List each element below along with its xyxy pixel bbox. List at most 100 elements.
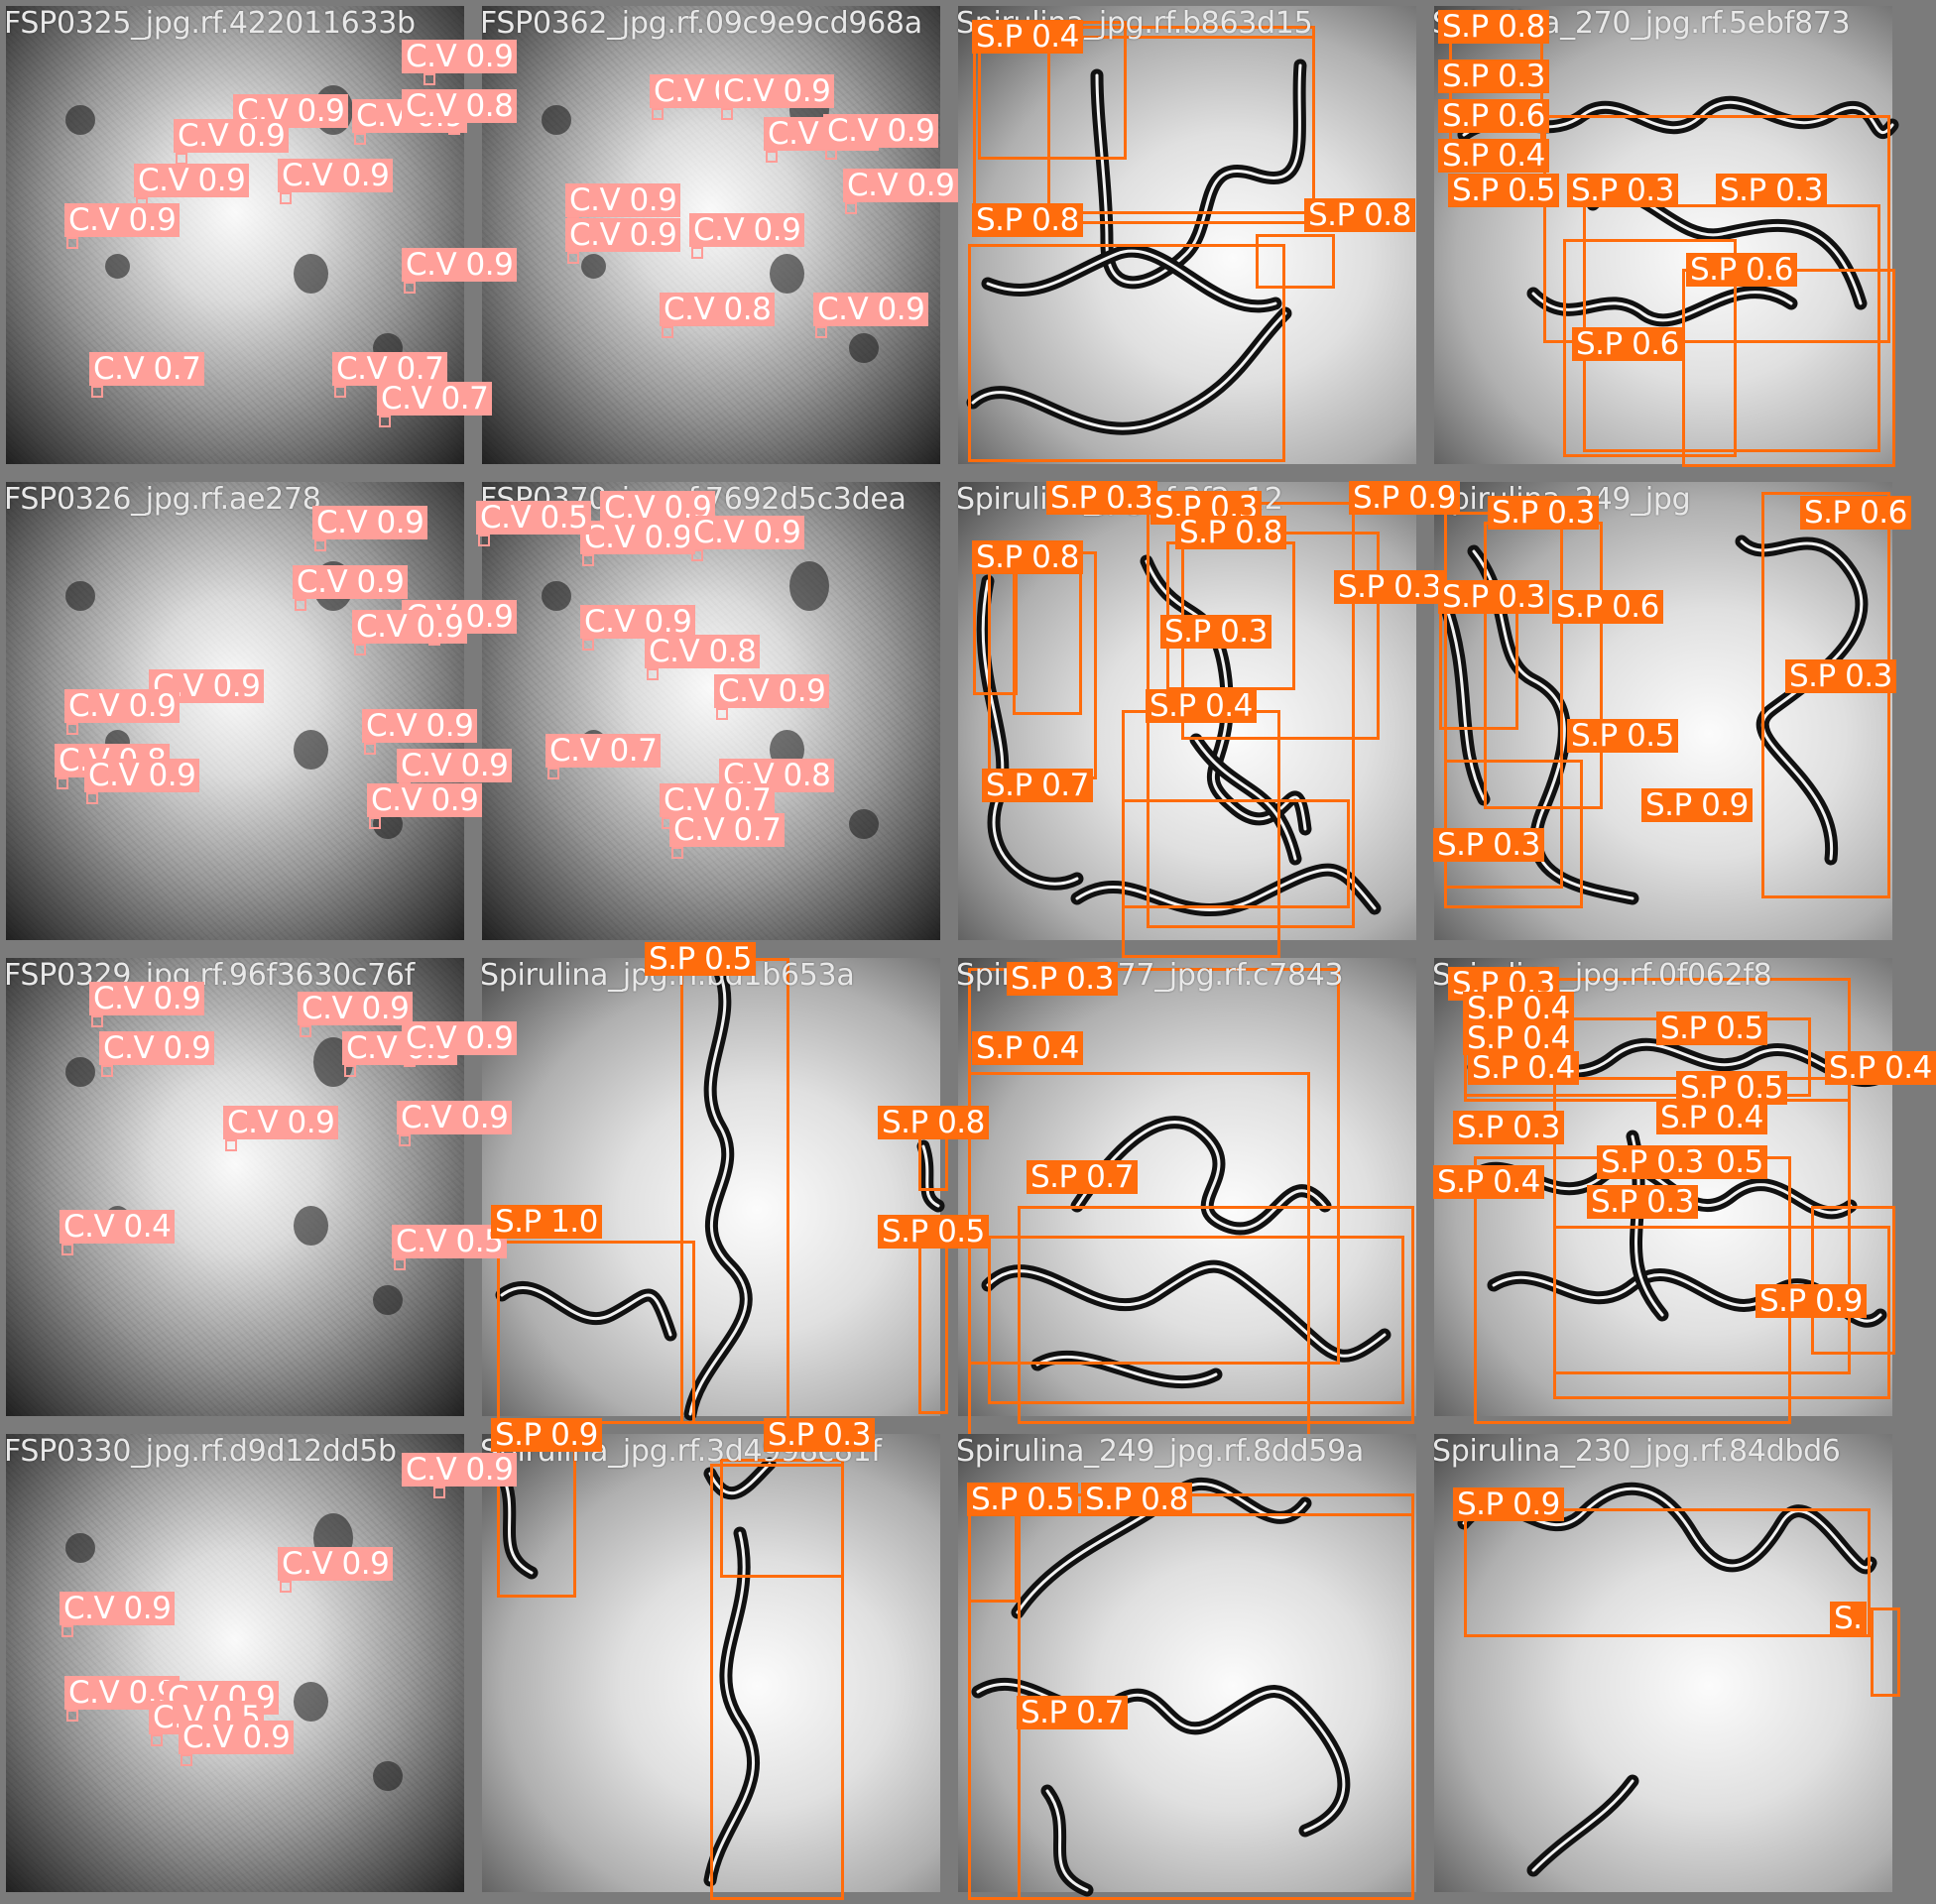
sp-detection-label: S.P 0.8 [1081,1483,1192,1516]
cv-detection-label: C.V 0.9 [352,610,468,644]
image-filename: FSP0325_jpg.rf.422011633b [4,6,416,41]
sp-detection-label: S.P 0.5 [1656,1012,1767,1045]
sp-detection-label: S.P 0.5 [1676,1071,1787,1105]
cell-box [334,386,346,398]
dark-speck [849,809,879,839]
cell-box [369,817,381,829]
sp-detection-label: S.P 0.7 [1027,1160,1138,1194]
sp-detection-label: S.P 0.5 [967,1483,1078,1516]
bounding-box [968,1503,1018,1603]
cell-box [547,768,559,779]
image-filename: FSP0362_jpg.rf.09c9e9cd968a [480,6,922,41]
microscopy-image [6,6,464,464]
sp-detection-label: S.P 0.4 [1825,1051,1936,1085]
image-filename: FSP0329_jpg.rf.96f3630c76f [4,958,415,993]
bounding-box [1018,1206,1414,1424]
sp-detection-label: S.P 0.6 [1552,590,1663,624]
cv-detection-label: C.V 0.9 [823,114,939,148]
dark-speck [849,333,879,363]
spirulina-filaments [495,966,945,1421]
sp-detection-label: S.P 0.6 [1686,253,1797,287]
bounding-box [918,1131,948,1191]
cv-detection-label: C.V 0.9 [580,605,696,639]
dark-speck [770,254,804,294]
cv-detection-label: C.V 0.9 [89,982,205,1015]
sp-detection-label: S.P 0.9 [1755,1284,1867,1318]
sp-detection-label: S.P 0.6 [1438,99,1549,133]
bounding-box [1871,1607,1900,1697]
bounding-box [1553,1226,1890,1399]
bounding-box [918,1246,948,1414]
cell-box [399,1134,411,1146]
dark-speck [373,1761,403,1791]
cv-detection-label: C.V 0.9 [397,749,513,782]
cell-box [478,535,490,546]
cv-detection-label: C.V 0.9 [179,1721,295,1754]
sp-detection-label: S.P 0.8 [878,1106,989,1139]
detection-tile-sp: Spirulina_jpg.rf.3f2c12S.P 0.3S.P 0.3S.P… [952,476,1460,958]
bounding-box [710,1464,844,1900]
bounding-box [1811,1206,1895,1355]
cell-box [845,202,857,214]
cell-box [344,1065,356,1077]
cell-box [86,792,98,804]
cell-box [151,1734,163,1746]
cell-box [815,326,827,338]
cell-box [716,708,728,720]
sp-detection-label: S.P 0.4 [1438,139,1549,173]
sp-detection-label: S.P 0.7 [982,769,1093,802]
cv-detection-label: C.V 0.9 [293,565,409,599]
cv-detection-label: C.V 0.9 [60,1592,176,1625]
sp-detection-label: S.P 0.9 [1453,1488,1564,1521]
sp-detection-label: S.P 0.3 [1438,60,1549,93]
sp-detection-label: S.P 0.3 [1567,174,1678,207]
sp-detection-label: S.P 0.5 [878,1215,989,1249]
detection-tile-sp: Spirulina_jpg.rf.bd1b653aS.P 0.5S.P 0.8S… [476,942,989,1428]
cell-box [91,386,103,398]
sp-detection-label: S.P 0.3 [1488,496,1599,530]
cv-detection-label: C.V 0.9 [84,759,200,792]
sp-detection-label: S.P 0.3 [1785,659,1896,693]
cv-detection-label: C.V 0.9 [397,1101,513,1134]
sp-detection-label: S.P 0.9 [1349,481,1460,515]
cell-box [280,192,292,204]
dark-speck [105,254,130,279]
bounding-box [1256,234,1335,289]
cv-detection-label: C.V 0.7 [89,352,205,386]
cell-box [424,73,435,85]
cell-box [101,1065,113,1077]
cell-box [582,639,594,651]
cv-detection-label: C.V 0.9 [223,1106,339,1139]
sp-detection-label: S.P 0.3 [1587,1185,1698,1219]
cell-box [433,1487,445,1498]
detection-tile-sp: Spirulina_249_jpgS.P 0.3S.P 0.6S.P 0.3S.… [1428,476,1911,952]
cell-box [354,644,366,655]
bounding-box [1464,1017,1811,1097]
bounding-box [1563,239,1737,457]
detection-tile-cv: FSP0370_jpg.rf.7692d5c3deaC.V 0.9C.V 0.9… [476,476,952,952]
sp-detection-label: S.P 0.5 [645,942,756,976]
microscopy-image [1434,1434,1900,1892]
sp-detection-label: S.P 0.3 [1007,962,1118,996]
cv-detection-label: C.V 0.7 [669,813,786,847]
microscopy-image [6,1434,464,1892]
cv-detection-label: C.V 0.9 [174,119,290,153]
cv-detection-label: C.V 0.9 [278,159,394,192]
microscopy-image [1434,6,1899,467]
bounding-box [1122,799,1350,908]
cell-box [404,282,416,294]
bounding-box [988,1236,1404,1404]
image-filename: Spirulina_230_jpg.rf.84dbd6 [1432,1434,1841,1469]
sp-detection-label: S.P 0.4 [1468,1051,1579,1085]
cell-box [662,326,673,338]
cv-detection-label: C.V 0.9 [565,218,681,252]
sp-detection-label: S.P 0.4 [1656,1101,1767,1134]
sp-detection-label: S.P 0.8 [1304,198,1415,232]
cv-detection-label: C.V 0.9 [362,709,478,743]
